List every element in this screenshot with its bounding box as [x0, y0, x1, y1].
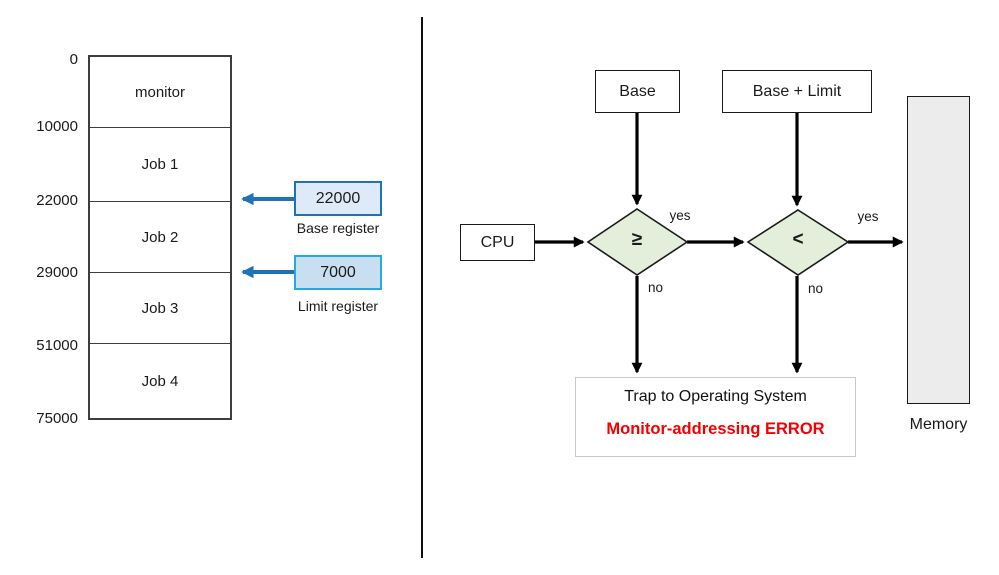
- memory-label: Memory: [909, 416, 968, 433]
- address-label-51000: 51000: [36, 337, 78, 354]
- cpu-box: CPU: [460, 224, 535, 261]
- memory-map: monitor Job 1 Job 2 Job 3 Job 4: [88, 55, 232, 420]
- base-box: Base: [595, 70, 680, 113]
- address-label-10000: 10000: [36, 118, 78, 135]
- base-plus-limit-label: Base + Limit: [752, 82, 842, 100]
- memory-segment-job4: Job 4: [90, 343, 230, 418]
- address-label-75000: 75000: [36, 410, 78, 427]
- panel-divider: [421, 17, 423, 558]
- trap-error-message: Monitor-addressing ERROR: [606, 420, 825, 438]
- memory-rect: [907, 96, 970, 404]
- segment-label: Job 4: [141, 372, 179, 390]
- limit-register-value: 7000: [320, 263, 356, 281]
- segment-label: Job 3: [141, 299, 179, 317]
- memory-segment-job1: Job 1: [90, 127, 230, 201]
- memory-segment-monitor: monitor: [90, 57, 230, 127]
- base-register-value: 22000: [315, 189, 361, 207]
- address-label-22000: 22000: [36, 192, 78, 209]
- base-register-label: Base register: [296, 220, 380, 236]
- base-plus-limit-box: Base + Limit: [722, 70, 872, 113]
- memory-segment-job2: Job 2: [90, 201, 230, 272]
- address-label-29000: 29000: [36, 264, 78, 281]
- decision-lt-symbol: <: [792, 229, 804, 250]
- base-box-label: Base: [619, 82, 656, 100]
- cpu-label: CPU: [480, 233, 515, 251]
- segment-label: Job 1: [141, 156, 179, 173]
- base-register-box: 22000: [294, 181, 382, 216]
- trap-message: Trap to Operating System: [624, 388, 807, 405]
- decision-ge-symbol: ≥: [631, 229, 643, 250]
- edge-label-lt-no: no: [808, 281, 824, 296]
- limit-register-label: Limit register: [297, 298, 379, 314]
- edge-label-ge-no: no: [648, 280, 664, 295]
- edge-label-lt-yes: yes: [857, 209, 879, 224]
- segment-label: Job 2: [141, 228, 179, 246]
- trap-box: Trap to Operating System Monitor-address…: [575, 377, 856, 457]
- memory-segment-job3: Job 3: [90, 272, 230, 343]
- limit-register-box: 7000: [294, 255, 382, 290]
- segment-label: monitor: [134, 83, 186, 101]
- address-label-0: 0: [69, 51, 78, 68]
- edge-label-ge-yes: yes: [669, 208, 691, 223]
